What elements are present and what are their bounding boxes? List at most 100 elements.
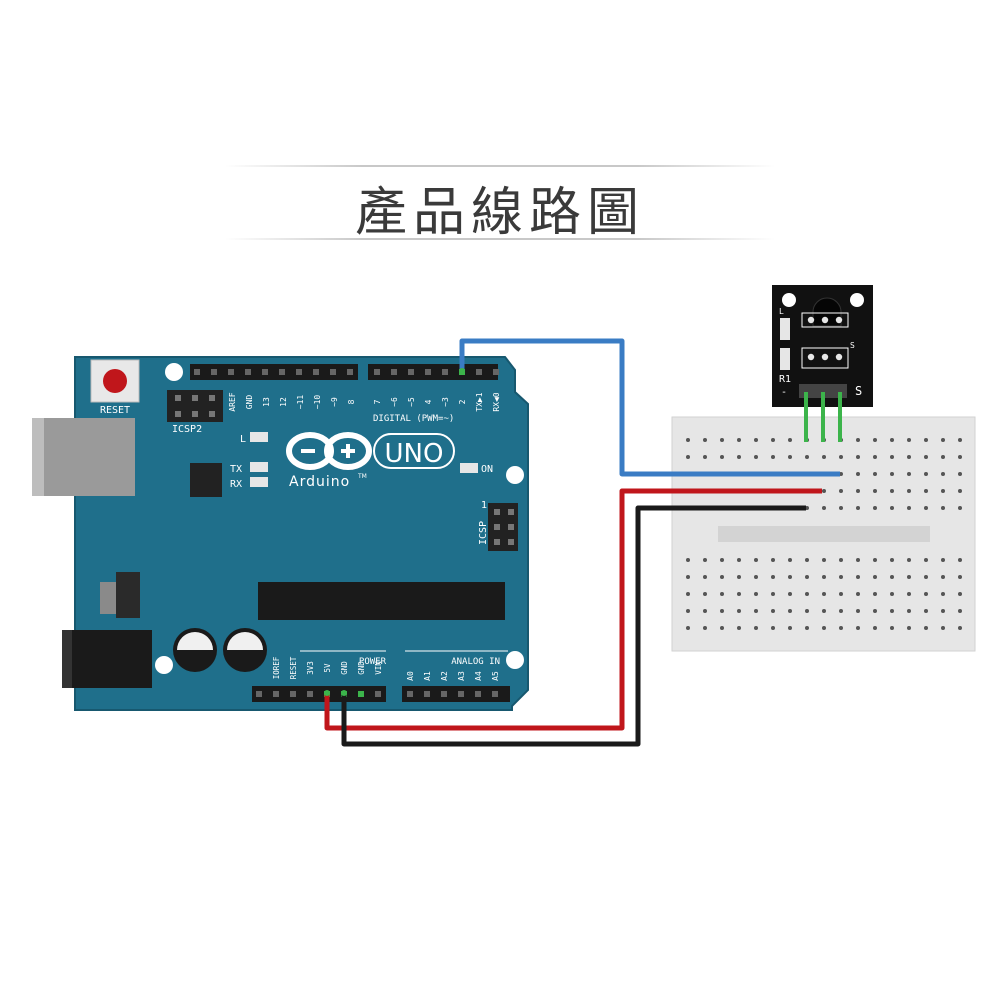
- digital-pin-label: 8: [347, 399, 356, 404]
- reset-label: RESET: [100, 405, 130, 416]
- digital-header-pin: [211, 369, 217, 375]
- icsp2-header: [167, 390, 223, 422]
- breadboard-hole: [805, 455, 809, 459]
- breadboard-hole: [856, 506, 860, 510]
- digital-header-pin: [279, 369, 285, 375]
- analog-pin-label: A1: [423, 671, 432, 681]
- breadboard-hole: [890, 558, 894, 562]
- breadboard-hole: [873, 609, 877, 613]
- digital-pin-label: ~11: [296, 395, 305, 410]
- led-rx-label: RX: [230, 479, 242, 490]
- sensor-label-minus: -: [781, 387, 787, 398]
- breadboard-hole: [822, 575, 826, 579]
- breadboard-hole: [805, 626, 809, 630]
- breadboard-hole: [907, 489, 911, 493]
- breadboard-hole: [720, 438, 724, 442]
- icsp2-pin: [175, 395, 181, 401]
- breadboard-hole: [788, 592, 792, 596]
- icsp-pin: [494, 509, 500, 515]
- breadboard-hole: [873, 489, 877, 493]
- sensor-led: [780, 318, 790, 340]
- icsp2-label: ICSP2: [172, 424, 202, 435]
- analog-header-pin: [424, 691, 430, 697]
- breadboard-hole: [686, 438, 690, 442]
- breadboard-hole: [890, 472, 894, 476]
- breadboard-hole: [890, 506, 894, 510]
- breadboard-hole: [856, 609, 860, 613]
- breadboard-hole: [890, 592, 894, 596]
- breadboard-hole: [703, 575, 707, 579]
- sensor-legs: [804, 392, 842, 442]
- voltage-regulator-body: [116, 572, 140, 618]
- usb-connector: [32, 418, 135, 496]
- breadboard-hole: [754, 575, 758, 579]
- breadboard-hole: [737, 558, 741, 562]
- breadboard-hole: [822, 506, 826, 510]
- breadboard-hole: [720, 626, 724, 630]
- breadboard-hole: [771, 438, 775, 442]
- digital-header-pin: [493, 369, 499, 375]
- analog-header-pin: [407, 691, 413, 697]
- breadboard-hole: [873, 506, 877, 510]
- breadboard-hole: [907, 626, 911, 630]
- breadboard-hole: [839, 558, 843, 562]
- reset-button-cap: [103, 369, 127, 393]
- sensor-pad: [821, 353, 829, 361]
- icsp-label: ICSP: [478, 521, 489, 545]
- breadboard-hole: [907, 558, 911, 562]
- breadboard-hole: [941, 592, 945, 596]
- sensor-pad: [835, 353, 843, 361]
- breadboard-hole: [737, 626, 741, 630]
- breadboard-hole: [737, 438, 741, 442]
- digital-header-pin: [476, 369, 482, 375]
- digital-header-pin: [442, 369, 448, 375]
- breadboard-hole: [703, 558, 707, 562]
- breadboard-hole: [788, 609, 792, 613]
- analog-label: ANALOG IN: [451, 657, 500, 667]
- breadboard-hole: [924, 592, 928, 596]
- sensor-label-r1: R1: [779, 374, 791, 385]
- mounting-hole: [155, 656, 173, 674]
- breadboard-hole: [737, 455, 741, 459]
- capacitor-top: [177, 632, 213, 650]
- breadboard-hole: [771, 575, 775, 579]
- digital-header-pin: [262, 369, 268, 375]
- breadboard-hole: [703, 455, 707, 459]
- digital-pin-label: GND: [245, 395, 254, 410]
- digital-pin-label: ~10: [313, 395, 322, 410]
- breadboard-hole: [822, 455, 826, 459]
- breadboard-hole: [754, 455, 758, 459]
- breadboard-hole: [958, 626, 962, 630]
- icsp2-pin: [209, 411, 215, 417]
- breadboard-hole: [958, 455, 962, 459]
- breadboard-hole: [890, 575, 894, 579]
- breadboard-hole: [873, 455, 877, 459]
- breadboard-hole: [686, 592, 690, 596]
- board-pcb: [74, 356, 529, 711]
- breadboard-hole: [856, 558, 860, 562]
- breadboard-hole: [822, 609, 826, 613]
- analog-header: [402, 686, 510, 702]
- logo-left-loop: [286, 432, 334, 470]
- analog-header-pin: [441, 691, 447, 697]
- atmega-chip: [258, 582, 505, 620]
- icsp-pin: [508, 524, 514, 530]
- sensor-pad-outline: [801, 347, 849, 369]
- title-rule-bottom: [225, 238, 775, 240]
- breadboard-hole: [720, 609, 724, 613]
- breadboard-hole: [856, 472, 860, 476]
- breadboard-hole: [771, 626, 775, 630]
- power-jack-edge: [62, 630, 72, 688]
- sensor-pin-header: [799, 384, 847, 398]
- breadboard-hole: [822, 592, 826, 596]
- power-header-pin: [273, 691, 279, 697]
- led-tx: [250, 462, 268, 472]
- mounting-hole: [165, 363, 183, 381]
- digital-pin-label: 2: [458, 399, 467, 404]
- led-on-label: ON: [481, 464, 493, 475]
- breadboard-center-channel: [718, 526, 930, 542]
- analog-header-pin: [492, 691, 498, 697]
- breadboard-hole: [686, 558, 690, 562]
- icsp-pins: [494, 509, 514, 545]
